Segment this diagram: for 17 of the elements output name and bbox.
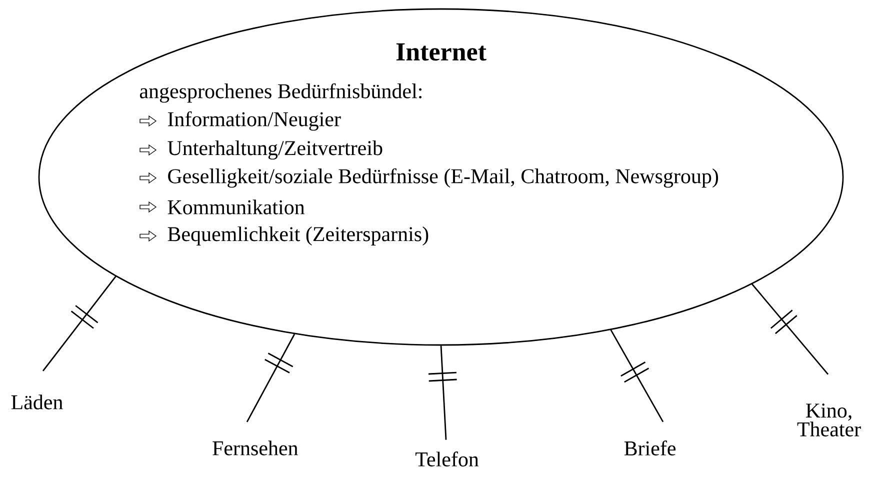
node-label: Fernsehen: [212, 440, 298, 456]
connector-line: [42, 276, 116, 372]
node-label: Kino, Theater: [797, 404, 861, 436]
heading-text: angesprochenes Bedürfnisbündel:: [140, 83, 422, 103]
node-label: Läden: [11, 394, 63, 410]
list-item: Geselligkeit/soziale Bedürfnisse (E-Mail, Chatroom, Newsgroup): [168, 168, 718, 188]
connector-line: [610, 330, 664, 422]
list-item: Unterhaltung/Zeitvertreib: [168, 140, 382, 160]
list-item: Information/Neugier: [168, 111, 341, 131]
node-label: Briefe: [624, 440, 676, 456]
connector-line: [428, 346, 458, 440]
connector-line: [752, 284, 829, 375]
list-item: Kommunikation: [168, 200, 305, 214]
title: Internet: [396, 43, 486, 61]
connector-line: [246, 334, 296, 422]
list-item: Bequemlichkeit (Zeitersparnis): [168, 226, 428, 246]
node-label: Telefon: [415, 452, 479, 466]
